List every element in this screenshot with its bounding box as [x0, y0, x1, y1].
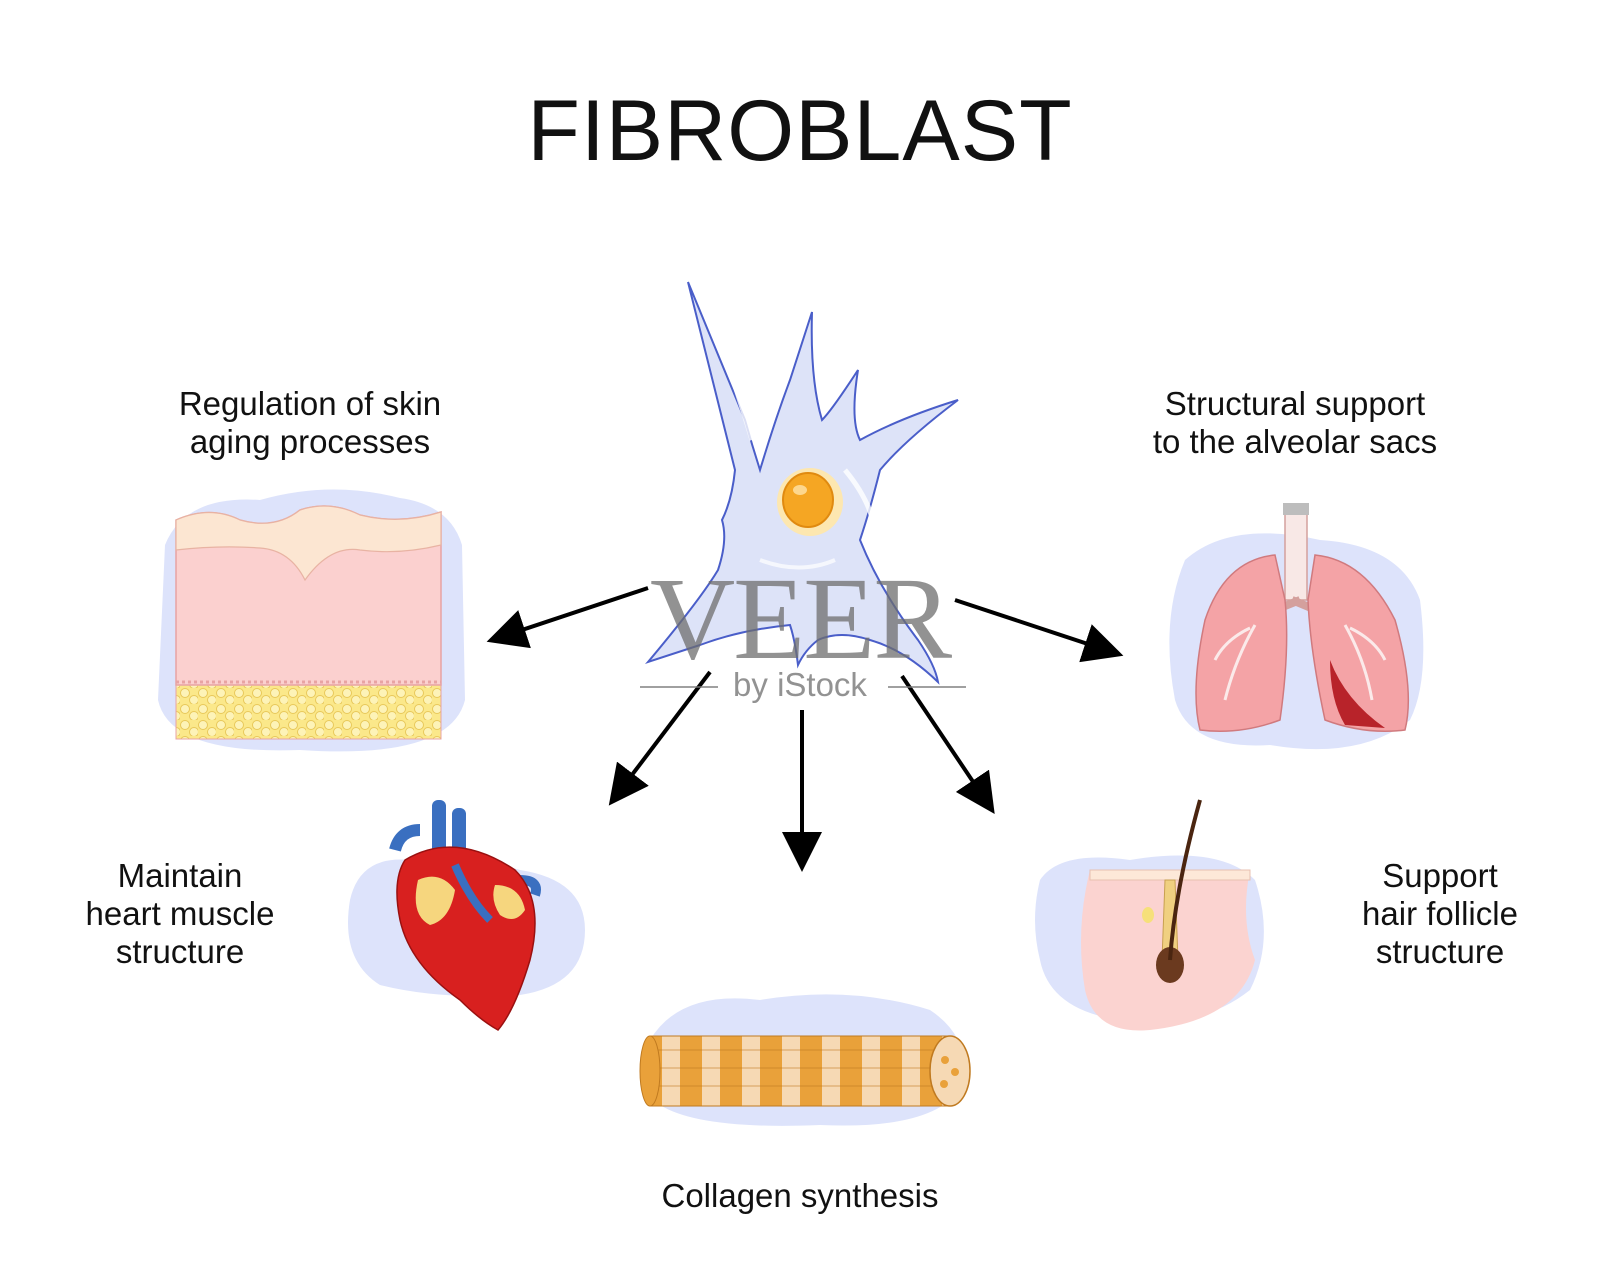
arrow-to-hair	[900, 674, 995, 814]
label-collagen: Collagen synthesis	[661, 1177, 939, 1214]
fibroblast-cell-illustration	[644, 281, 959, 685]
arrow-to-lung	[954, 598, 1124, 663]
diagram-title: FIBROBLAST	[527, 83, 1073, 179]
heart-illustration	[348, 800, 585, 1031]
skin-illustration	[158, 489, 465, 752]
label-skin: Regulation of skin aging processes	[178, 385, 442, 460]
hair-follicle-illustration	[1035, 799, 1264, 1031]
watermark-rule-right	[888, 686, 966, 688]
arrow-to-skin	[486, 586, 649, 649]
lungs-illustration	[1169, 503, 1424, 750]
label-hair: Support hair follicle structure	[1362, 857, 1518, 970]
collagen-illustration	[639, 994, 971, 1126]
watermark-rule-left	[640, 686, 718, 688]
watermark-main: VEER	[649, 553, 952, 684]
label-lung: Structural support to the alveolar sacs	[1152, 385, 1438, 460]
label-heart: Maintain heart muscle structure	[85, 857, 275, 970]
arrows	[486, 586, 1124, 872]
watermark-sub: by iStock	[733, 666, 867, 703]
arrow-to-heart	[608, 670, 712, 806]
